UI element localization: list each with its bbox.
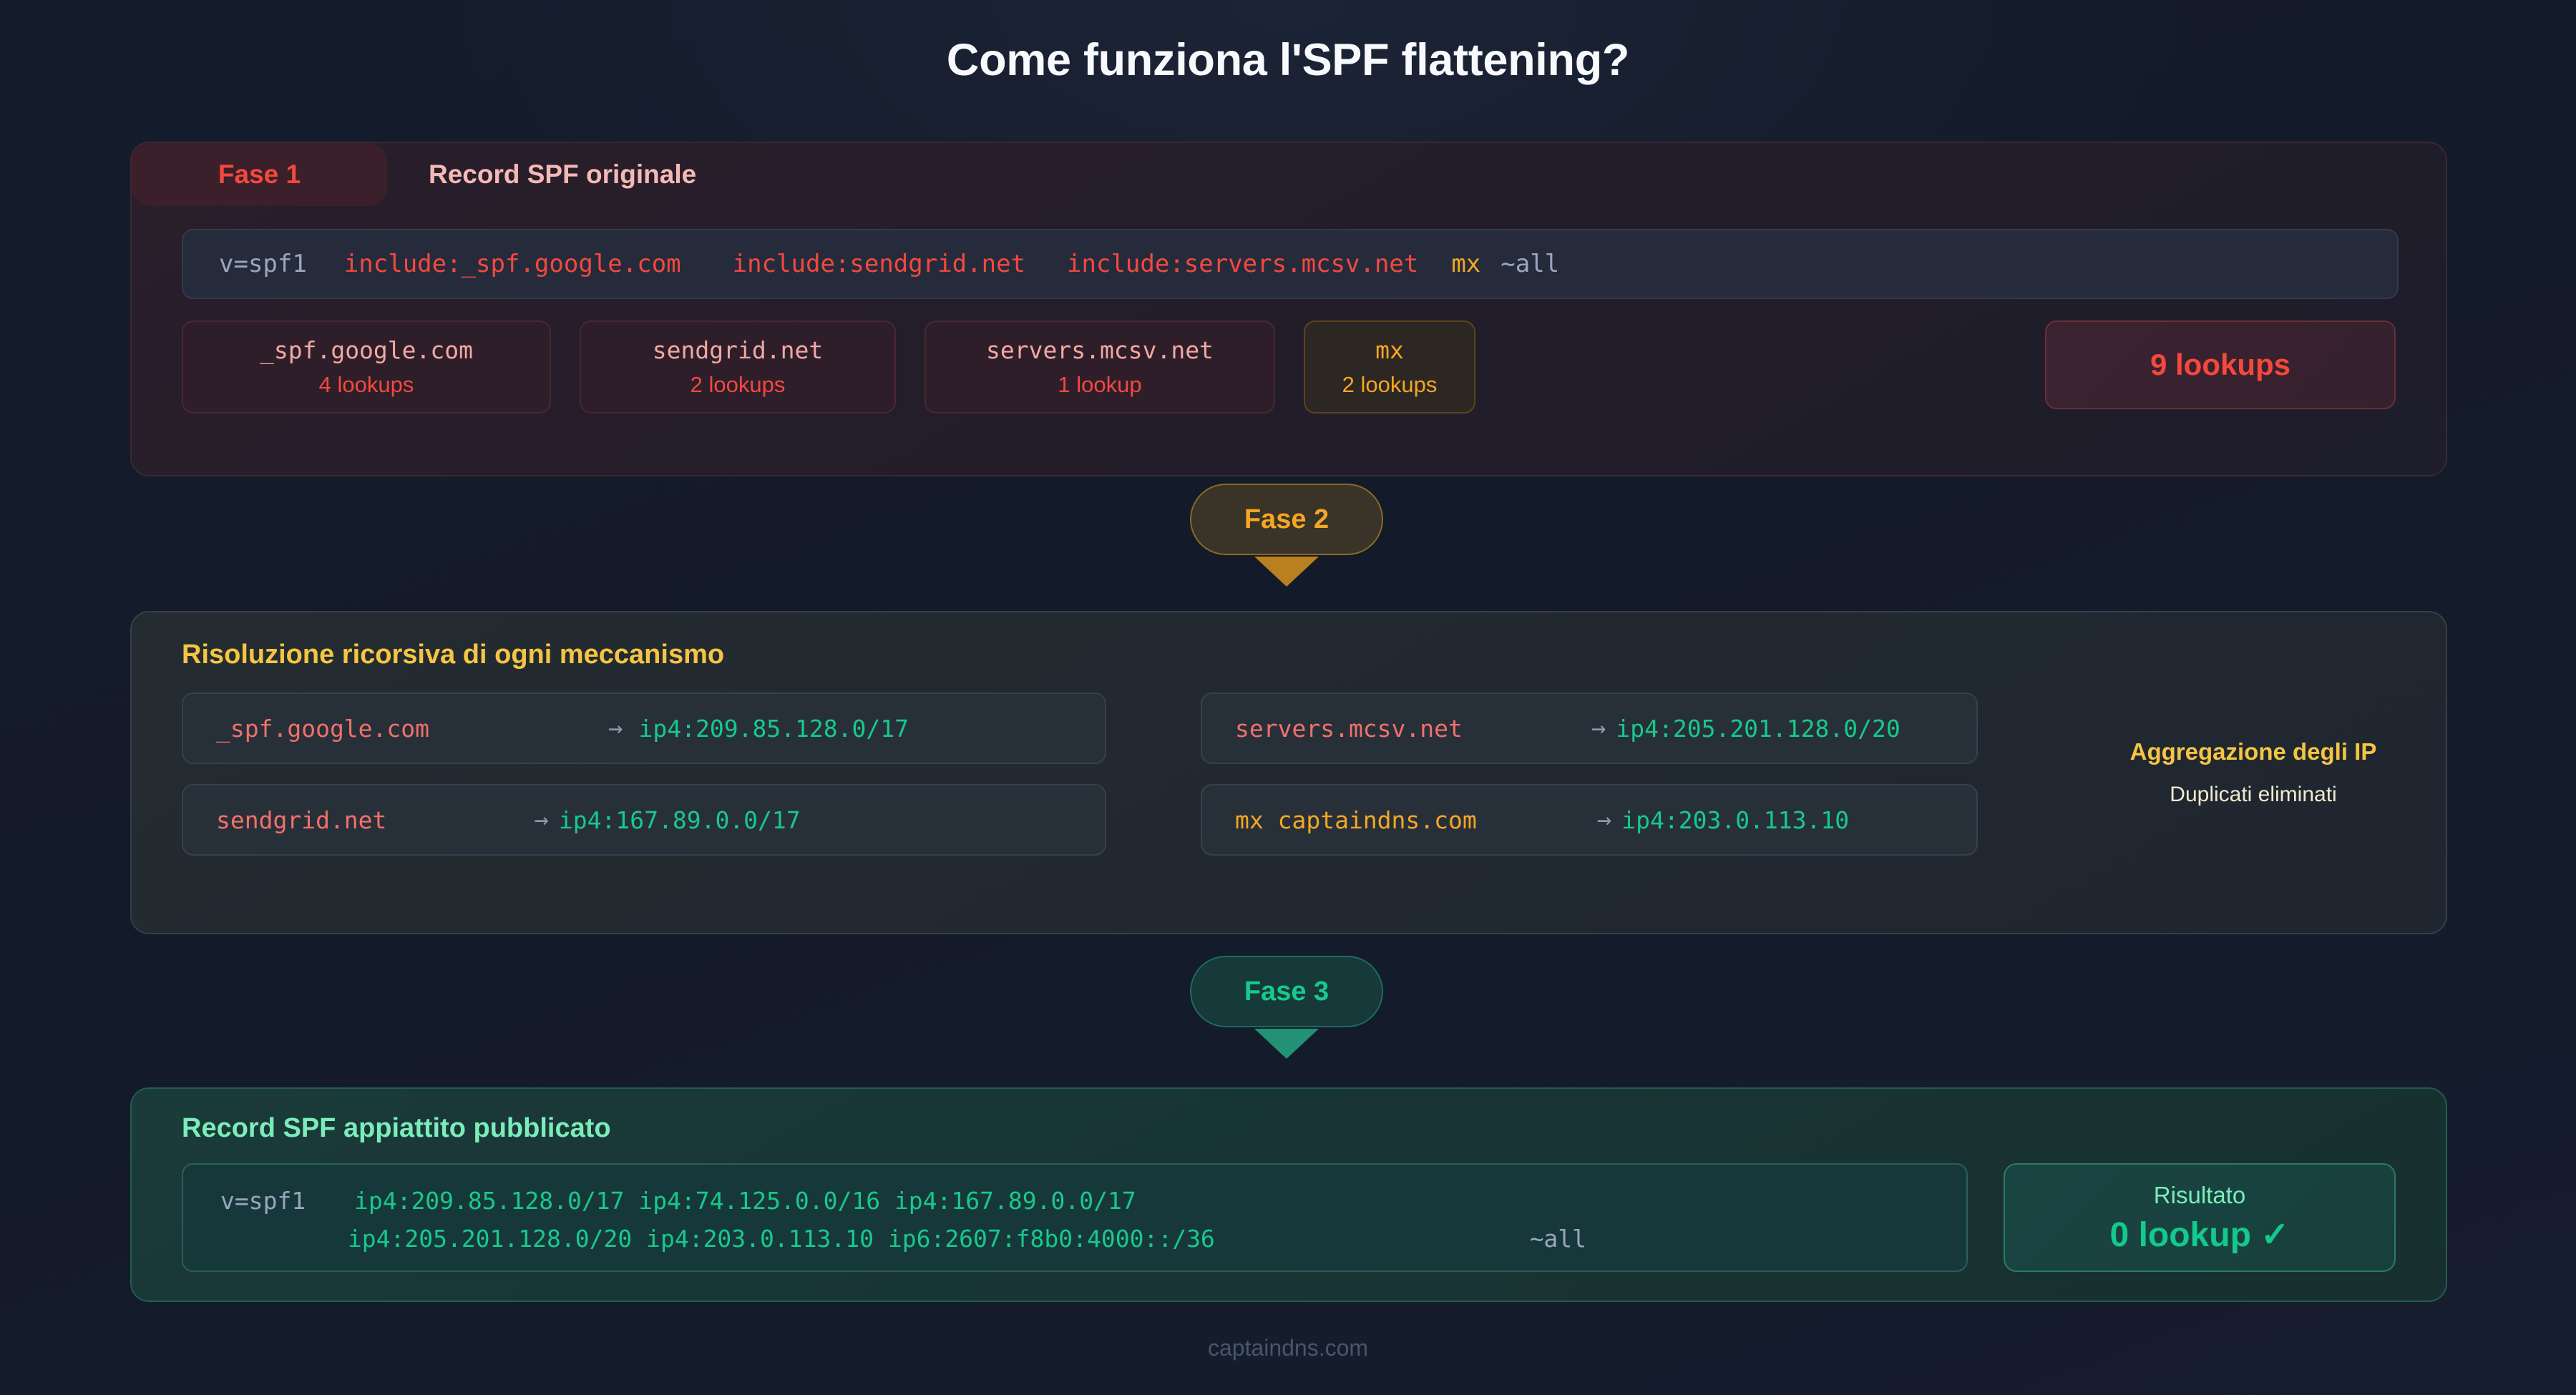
phase3-panel: Record SPF appiattito pubblicato v=spf1 … [130,1087,2447,1302]
aggregation-note: Aggregazione degli IP Duplicati eliminat… [2099,734,2407,811]
lookup-chip-name: sendgrid.net [652,336,824,364]
resolution-row: mx captaindns.com → ip4:203.0.113.10 [1201,784,1978,856]
flat-spf-prefix: v=spf1 [220,1187,306,1215]
original-spf-record: v=spf1 include:_spf.google.com include:s… [182,229,2399,299]
phase2-panel: Risoluzione ricorsiva di ogni meccanismo… [130,611,2447,934]
footer-attribution: captaindns.com [1207,1335,1369,1361]
flat-spf-line1: ip4:209.85.128.0/17 ip4:74.125.0.0/16 ip… [353,1187,1136,1215]
lookup-chip-count: 1 lookup [1058,371,1142,397]
arrow-right-icon: → [1591,714,1606,743]
connector-phase2-pill: Fase 2 [1190,484,1383,555]
lookup-chip-count: 2 lookups [1342,371,1438,397]
resolution-row: sendgrid.net → ip4:167.89.0.0/17 [182,784,1106,856]
lookup-chip-name: servers.mcsv.net [986,336,1214,364]
connector-phase3-arrow-icon [1254,1029,1319,1059]
result-value: 0 lookup ✓ [2109,1215,2290,1254]
spf-include-sendgrid: include:sendgrid.net [732,250,1026,278]
resolution-ip: ip4:167.89.0.0/17 [558,806,801,834]
flattened-spf-record: v=spf1 ip4:209.85.128.0/17 ip4:74.125.0.… [182,1163,1968,1272]
lookup-chip-list: _spf.google.com 4 lookups sendgrid.net 2… [182,320,1475,413]
resolution-row: servers.mcsv.net → ip4:205.201.128.0/20 [1201,692,1978,764]
phase2-heading: Risoluzione ricorsiva di ogni meccanismo [182,640,725,670]
total-lookups-badge: 9 lookups [2045,320,2396,409]
phase1-tab[interactable]: Fase 1 [132,143,387,206]
lookup-chip: _spf.google.com 4 lookups [182,320,551,413]
resolution-source: servers.mcsv.net [1235,714,1463,743]
resolution-source: mx captaindns.com [1235,806,1477,834]
lookup-chip-count: 2 lookups [690,371,786,397]
resolution-grid: _spf.google.com → ip4:209.85.128.0/17 se… [182,692,1978,856]
arrow-right-icon: → [534,806,549,834]
connector-phase3-pill: Fase 3 [1190,956,1383,1027]
phase1-panel: Fase 1 Record SPF originale v=spf1 inclu… [130,142,2447,476]
lookup-chip-name: mx [1375,336,1404,364]
lookup-chip-count: 4 lookups [318,371,414,397]
resolution-source: sendgrid.net [216,806,387,834]
aggregation-title: Aggregazione degli IP [2129,738,2377,765]
flat-spf-line2: ip4:205.201.128.0/20 ip4:203.0.113.10 ip… [347,1225,1215,1253]
result-badge: Risultato 0 lookup ✓ [2004,1163,2396,1272]
resolution-source: _spf.google.com [216,714,430,743]
spf-mx-token: mx [1451,250,1481,278]
resolution-ip: ip4:203.0.113.10 [1621,806,1850,834]
resolution-row: _spf.google.com → ip4:209.85.128.0/17 [182,692,1106,764]
connector-phase2-arrow-icon [1254,557,1319,587]
page-title: Come funziona l'SPF flattening? [946,35,1630,85]
arrow-right-icon: → [1596,806,1612,834]
lookup-chip-mx: mx 2 lookups [1304,320,1475,413]
lookup-chip: sendgrid.net 2 lookups [580,320,896,413]
resolution-ip: ip4:209.85.128.0/17 [638,714,909,743]
spf-include-google: include:_spf.google.com [343,250,681,278]
resolution-ip: ip4:205.201.128.0/20 [1616,714,1901,743]
arrow-right-icon: → [608,714,623,743]
spf-include-mcsv: include:servers.mcsv.net [1067,250,1419,278]
spf-prefix: v=spf1 [219,250,307,278]
phase3-heading: Record SPF appiattito pubblicato [182,1113,611,1143]
result-label: Risultato [2153,1182,2246,1209]
lookup-chip-name: _spf.google.com [259,336,473,364]
flat-spf-all-token: ~all [1529,1225,1587,1253]
phase1-heading: Record SPF originale [429,160,697,189]
aggregation-subtitle: Duplicati eliminati [2170,782,2337,806]
lookup-chip: servers.mcsv.net 1 lookup [924,320,1275,413]
spf-all-token: ~all [1501,250,1560,278]
